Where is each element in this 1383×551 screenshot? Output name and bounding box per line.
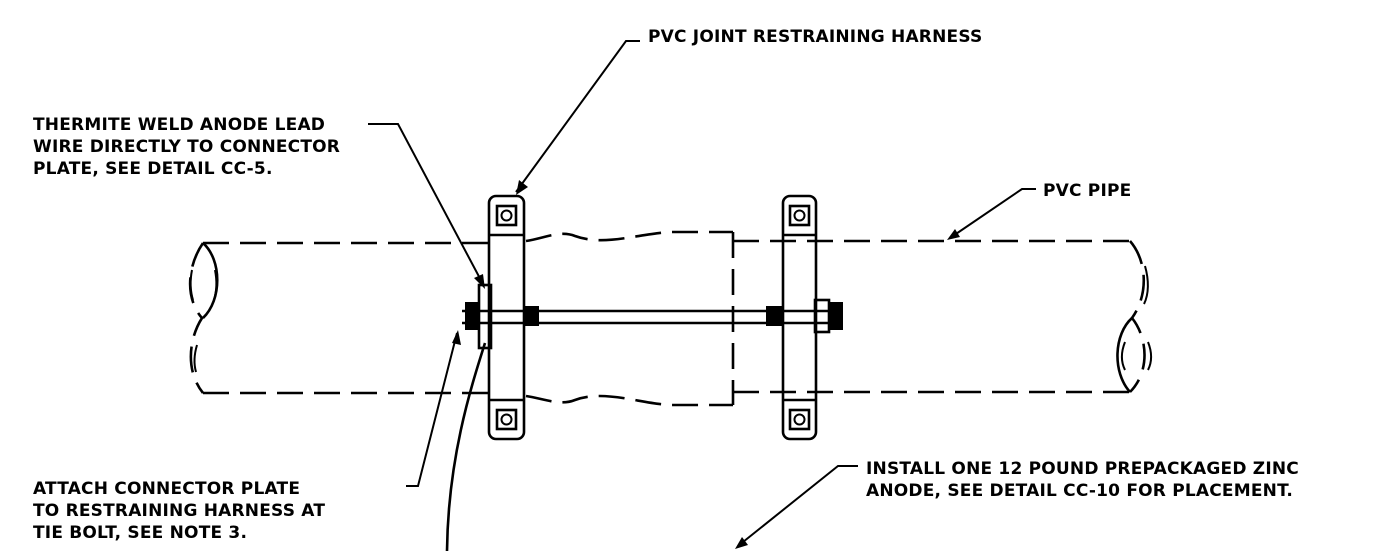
- pipe-break-left-arc-b: [213, 269, 218, 301]
- label-line: ANODE, SEE DETAIL CC-10 FOR PLACEMENT.: [866, 481, 1293, 501]
- label-attach-connector-plate: ATTACH CONNECTOR PLATE TO RESTRAINING HA…: [33, 478, 325, 544]
- nut-right-inner: [766, 306, 782, 326]
- connector-plate-body: [477, 283, 493, 350]
- leaders: [368, 40, 1036, 549]
- harness-ring-right: [781, 194, 818, 441]
- label-line: ATTACH CONNECTOR PLATE: [33, 479, 301, 499]
- harness-right-frame: [781, 194, 818, 441]
- arrow-pipe: [947, 229, 960, 240]
- harness-left-frame: [487, 194, 526, 441]
- arrow-anode: [735, 537, 748, 549]
- label-line: TO RESTRAINING HARNESS AT: [33, 501, 326, 521]
- label-thermite-weld: THERMITE WELD ANODE LEAD WIRE DIRECTLY T…: [33, 114, 340, 180]
- harness-left-bolt-top: [500, 209, 513, 222]
- pipe-break-right-arc-c: [1147, 341, 1152, 371]
- bell-top: [525, 230, 733, 243]
- arrow-thermite: [474, 274, 485, 289]
- pipe-break-right-arc-a: [1143, 265, 1149, 305]
- harness-left-nut-top: [495, 204, 518, 227]
- arrow-harness: [516, 180, 528, 195]
- harness-right-bolt-top: [793, 209, 806, 222]
- pipe-bell-joint: [525, 230, 735, 407]
- tie-rod: [462, 298, 843, 334]
- nut-left-inner: [523, 306, 539, 326]
- leader-anode: [737, 465, 858, 547]
- label-line: THERMITE WELD ANODE LEAD: [33, 115, 326, 135]
- label-line: INSTALL ONE 12 POUND PREPACKAGED ZINC: [866, 459, 1299, 479]
- pipe-break-right-arc-b: [1121, 341, 1126, 371]
- harness-left-bolt-bottom: [500, 413, 513, 426]
- pipe-break-left-inner: [202, 242, 219, 319]
- label-line: PVC JOINT RESTRAINING HARNESS: [648, 27, 983, 47]
- pipe-break-left-arc-c: [193, 344, 198, 373]
- label-line: PLATE, SEE DETAIL CC-5.: [33, 159, 273, 179]
- leader-attach: [406, 332, 458, 487]
- leader-pipe: [949, 188, 1036, 239]
- leader-harness: [515, 40, 640, 193]
- label-line: TIE BOLT, SEE NOTE 3.: [33, 523, 248, 543]
- bell-bottom: [525, 394, 733, 407]
- harness-right-bolt-bottom: [793, 413, 806, 426]
- harness-right-nut-top: [788, 204, 811, 227]
- harness-left-nut-bottom: [495, 408, 518, 431]
- label-pvc-joint-restraining-harness: PVC JOINT RESTRAINING HARNESS: [648, 26, 982, 48]
- label-pvc-pipe: PVC PIPE: [1043, 180, 1131, 202]
- harness-ring-left: [487, 194, 526, 441]
- pipe-break-left-outer: [188, 242, 205, 394]
- pvc-pipe: [188, 239, 1152, 395]
- label-line: WIRE DIRECTLY TO CONNECTOR: [33, 137, 341, 157]
- pipe-break-left-arc-a: [189, 269, 194, 301]
- rod-end-right: [829, 302, 843, 330]
- pipe-break-right-inner: [1116, 317, 1133, 393]
- label-zinc-anode: INSTALL ONE 12 POUND PREPACKAGED ZINC AN…: [866, 458, 1299, 502]
- label-line: PVC PIPE: [1043, 181, 1132, 201]
- pipe-break-right-outer: [1129, 240, 1146, 393]
- anode-lead-wire: [445, 342, 487, 551]
- connector-plate: [477, 283, 493, 350]
- harness-right-nut-bottom: [788, 408, 811, 431]
- arrow-attach: [452, 330, 461, 345]
- leader-thermite: [368, 123, 485, 287]
- nut-left-outer: [465, 302, 479, 330]
